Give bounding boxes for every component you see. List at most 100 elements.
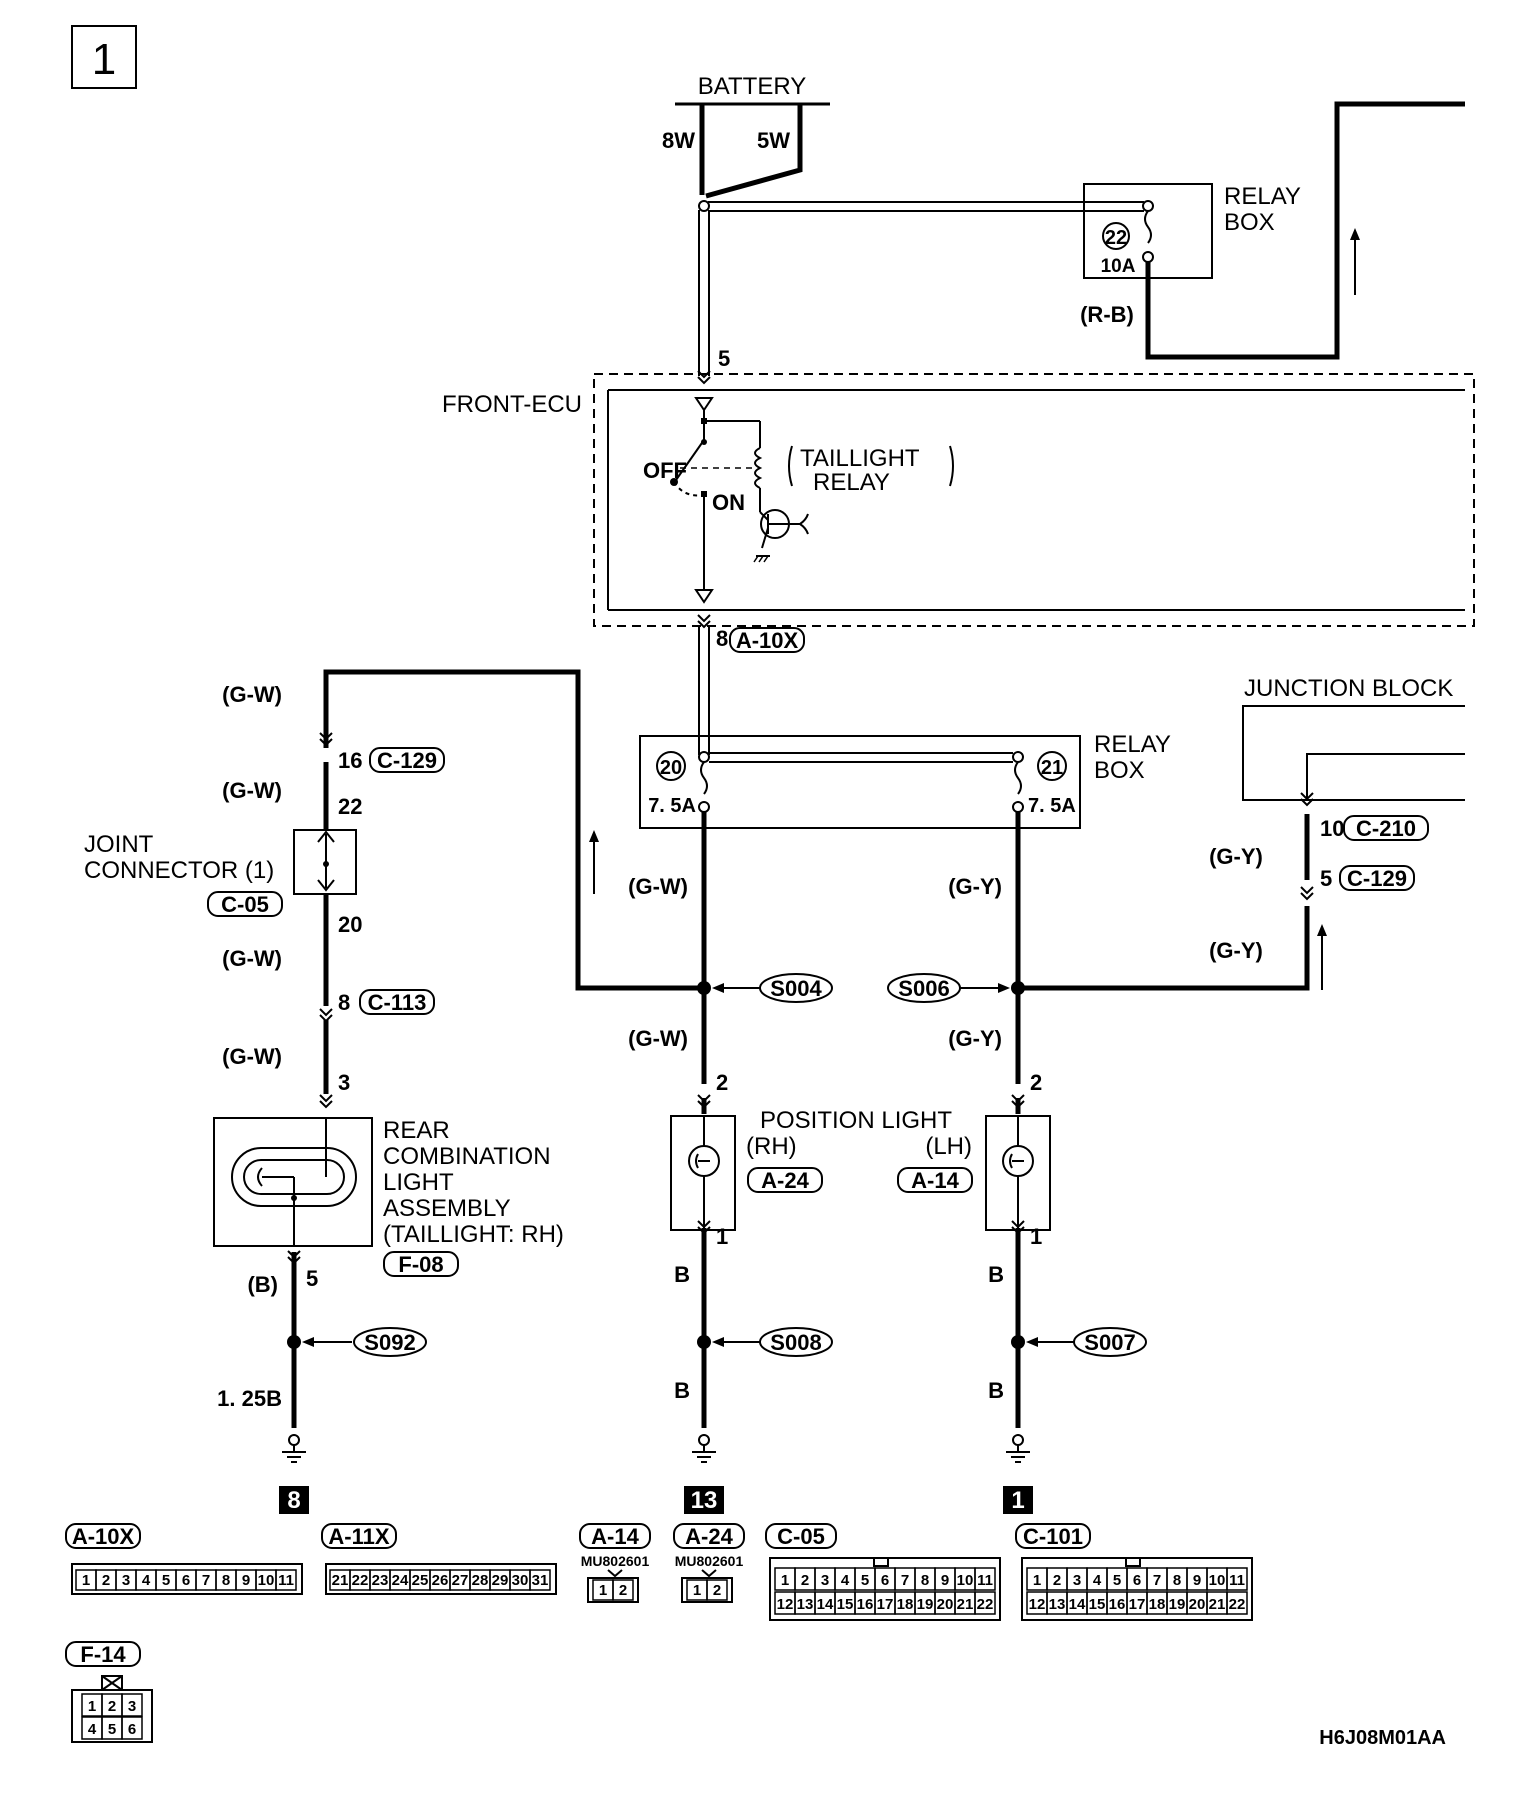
connector-pin-cell — [275, 1569, 297, 1591]
relay-box-mid-line2: BOX — [1094, 757, 1145, 784]
connector-pin-cell — [1226, 1591, 1248, 1615]
lamp-line4: ASSEMBLY — [383, 1195, 511, 1222]
relay-box-top-line2: BOX — [1224, 209, 1275, 236]
connector-pin-number: 18 — [897, 1596, 914, 1613]
connector-pin-number: 9 — [242, 1572, 250, 1589]
right-pin-2: 2 — [1030, 1070, 1042, 1095]
mid-wire-gw-2: (G-W) — [628, 1026, 688, 1051]
connector-pin-number: 22 — [977, 1596, 994, 1613]
connector-pin-cell — [612, 1579, 634, 1601]
face-a14-part: MU802601 — [581, 1553, 650, 1569]
front-ecu: FRONT-ECU 5 OFF ON TAILLIGHT RELAY — [442, 346, 1475, 627]
battery: BATTERY 8W 5W — [662, 73, 830, 199]
connector-pin-number: 7 — [1153, 1572, 1161, 1589]
mid-pin-2: 2 — [716, 1070, 728, 1095]
left-wire-gw-3: (G-W) — [222, 946, 282, 971]
connector-pin-number: 13 — [1049, 1596, 1066, 1613]
left-pin-3: 3 — [338, 1070, 350, 1095]
connector-pin-number: 8 — [222, 1572, 230, 1589]
splice-s092: S092 — [364, 1330, 415, 1355]
lamp-conn: F-08 — [398, 1252, 443, 1277]
connector-pin-number: 29 — [492, 1572, 509, 1589]
connector-pin-number: 9 — [941, 1572, 949, 1589]
face-a24-part: MU802601 — [675, 1553, 744, 1569]
connector-pin-number: 3 — [821, 1572, 829, 1589]
front-ecu-pin-8: 8 — [716, 626, 728, 651]
connector-pin-number: 6 — [881, 1572, 889, 1589]
mid-ground-wire-2: B — [674, 1378, 690, 1403]
connector-pin-number: 7 — [202, 1572, 210, 1589]
mid-ground-wire-1: B — [674, 1262, 690, 1287]
mid-branch: (G-W) S004 (G-W) 2 1 POSITION LIGHT (RH)… — [628, 874, 952, 1514]
junction-wire-gy-1: (G-Y) — [1209, 844, 1263, 869]
connector-pin-number: 12 — [1029, 1596, 1046, 1613]
mid-conn-a24: A-24 — [761, 1168, 809, 1193]
connector-pin-number: 21 — [957, 1596, 974, 1613]
relay-top-fuse-no: 22 — [1105, 227, 1127, 249]
connector-pin-number: 6 — [182, 1572, 190, 1589]
relay-mid-fuse-right-rating: 7. 5A — [1028, 795, 1076, 817]
connector-pin-number: 19 — [1169, 1596, 1186, 1613]
taillight-relay-line2: RELAY — [813, 469, 890, 496]
connector-pin-number: 2 — [1053, 1572, 1061, 1589]
connector-pin-number: 2 — [102, 1572, 110, 1589]
connector-pin-number: 7 — [901, 1572, 909, 1589]
right-branch: (G-Y) S006 (G-Y) 2 1 (LH) A-14 B S007 B … — [887, 874, 1147, 1514]
connector-pin-number: 3 — [128, 1698, 136, 1715]
connector-pin-number: 2 — [619, 1582, 627, 1599]
ground-13: 13 — [691, 1487, 718, 1514]
connector-pin-number: 4 — [142, 1572, 151, 1589]
connector-pin-number: 16 — [857, 1596, 874, 1613]
left-pin-20: 20 — [338, 912, 362, 937]
ground-8: 8 — [287, 1487, 300, 1514]
switch-off-label: OFF — [643, 458, 687, 483]
connector-pin-number: 3 — [122, 1572, 130, 1589]
connector-pin-number: 6 — [128, 1721, 136, 1738]
connector-pin-number: 1 — [781, 1572, 789, 1589]
connector-pin-number: 15 — [837, 1596, 854, 1613]
taillight-relay-line1: TAILLIGHT — [800, 445, 920, 472]
connector-pin-number: 20 — [1189, 1596, 1206, 1613]
battery-wire-5w: 5W — [757, 128, 790, 153]
flow-arrow-up-right — [1350, 228, 1360, 295]
wire-rb — [1145, 101, 1465, 360]
connector-pin-number: 19 — [917, 1596, 934, 1613]
joint-connector-line1: JOINT — [84, 831, 154, 858]
right-wire-gy-2: (G-Y) — [948, 1026, 1002, 1051]
connector-pin-number: 11 — [977, 1572, 993, 1589]
connector-pin-number: 21 — [332, 1572, 349, 1589]
connector-pin-number: 20 — [937, 1596, 954, 1613]
right-pin-1: 1 — [1030, 1224, 1042, 1249]
connector-pin-cell — [974, 1567, 996, 1591]
relay-box-mid: RELAY BOX 20 7. 5A 21 7. 5A — [639, 731, 1171, 829]
connector-pin-number: 25 — [412, 1572, 429, 1589]
connector-pin-number: 17 — [1129, 1596, 1146, 1613]
splice-s006: S006 — [898, 976, 949, 1001]
page-number-box: 1 — [71, 25, 137, 89]
connector-pin-cell — [121, 1716, 143, 1740]
connector-pin-number: 1 — [1033, 1572, 1041, 1589]
battery-wire-8w: 8W — [662, 128, 695, 153]
position-light-rh: (RH) — [746, 1133, 797, 1160]
face-a10x-name: A-10X — [72, 1524, 135, 1549]
connector-pin-number: 6 — [1133, 1572, 1141, 1589]
face-f14-name: F-14 — [80, 1642, 126, 1667]
ground-1: 1 — [1011, 1487, 1024, 1514]
flow-arrow-up-left — [589, 830, 599, 894]
joint-connector-line2: CONNECTOR (1) — [84, 857, 274, 884]
connector-pin-cell — [706, 1579, 728, 1601]
junction-pin-10: 10 — [1320, 816, 1344, 841]
connector-pin-number: 27 — [452, 1572, 469, 1589]
connector-pin-number: 1 — [82, 1572, 90, 1589]
front-ecu-connector: A-10X — [736, 628, 799, 653]
relay-box-top: RELAY BOX 22 10A (R-B) — [1080, 183, 1301, 327]
connector-pin-number: 31 — [532, 1572, 549, 1589]
splice-s004: S004 — [770, 976, 822, 1001]
switch-on-label: ON — [712, 490, 745, 515]
right-conn-a14: A-14 — [911, 1168, 959, 1193]
lamp-line3: LIGHT — [383, 1169, 454, 1196]
junction-conn-c129: C-129 — [1347, 866, 1407, 891]
